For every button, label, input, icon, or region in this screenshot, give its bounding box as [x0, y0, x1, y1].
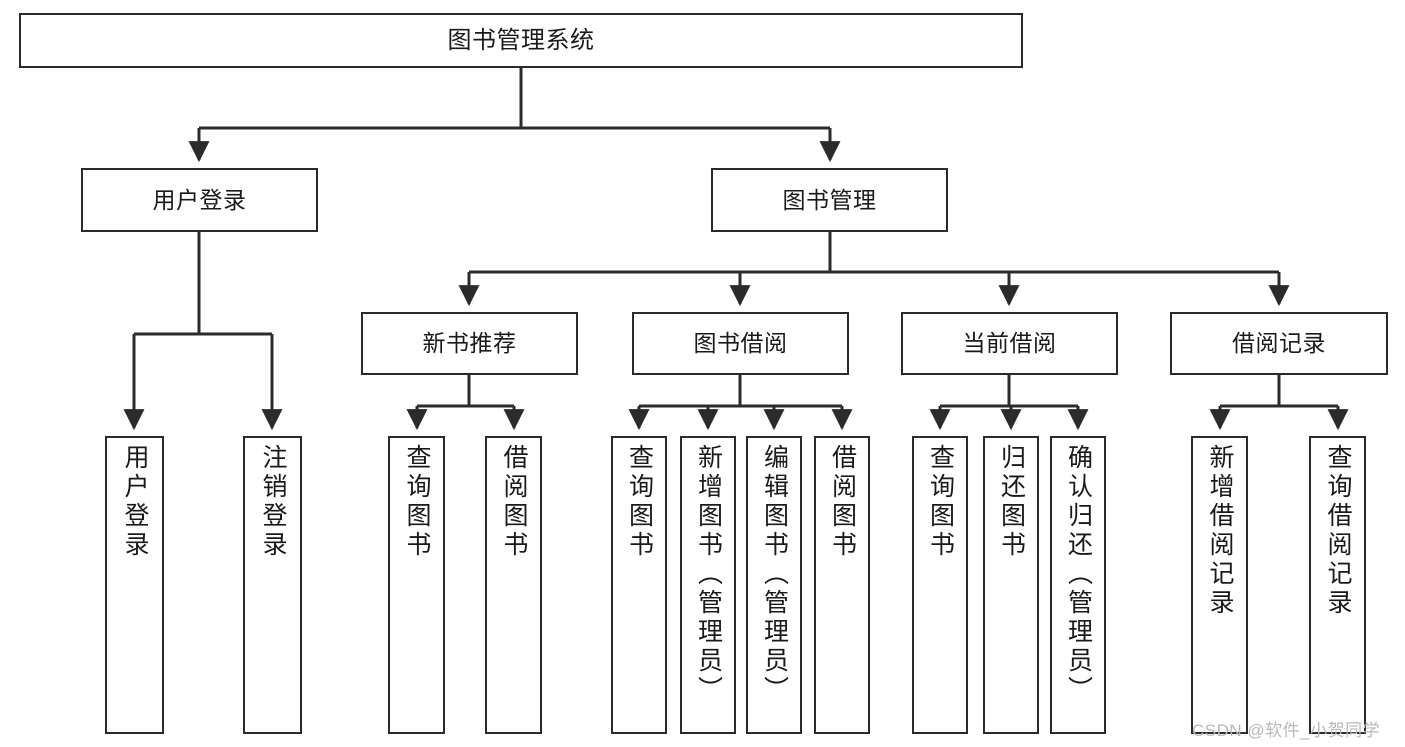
node-new-book-recommend[interactable]: 新书推荐 — [361, 312, 578, 375]
node-borrow-record-label: 借阅记录 — [1232, 330, 1326, 357]
node-leaf-edit-book-admin[interactable]: 编辑图书（管理员） — [746, 436, 802, 734]
node-leaf-query-book-2[interactable]: 查询图书 — [611, 436, 667, 734]
node-current-borrow-label: 当前借阅 — [962, 330, 1057, 357]
node-leaf-add-book-admin-label: 新增图书（管理员） — [694, 444, 723, 705]
node-leaf-query-book-2-label: 查询图书 — [625, 444, 654, 560]
node-leaf-confirm-return-admin-label: 确认归还（管理员） — [1064, 444, 1093, 705]
node-leaf-borrow-book-1-label: 借阅图书 — [500, 444, 528, 560]
node-leaf-query-borrow-record[interactable]: 查询借阅记录 — [1309, 436, 1366, 734]
node-root-label: 图书管理系统 — [447, 26, 595, 54]
node-leaf-logout-login-label: 注销登录 — [259, 444, 287, 560]
node-leaf-borrow-book-1[interactable]: 借阅图书 — [485, 436, 542, 734]
node-leaf-return-book-label: 归还图书 — [997, 444, 1026, 560]
node-book-manage-label: 图书管理 — [782, 186, 877, 213]
node-leaf-query-borrow-record-label: 查询借阅记录 — [1324, 444, 1352, 618]
node-leaf-borrow-book-2-label: 借阅图书 — [828, 444, 857, 560]
node-root[interactable]: 图书管理系统 — [19, 13, 1023, 68]
node-leaf-add-borrow-record[interactable]: 新增借阅记录 — [1191, 436, 1248, 734]
node-leaf-query-book-1[interactable]: 查询图书 — [388, 436, 445, 734]
node-borrow-record[interactable]: 借阅记录 — [1170, 312, 1388, 375]
node-new-book-recommend-label: 新书推荐 — [422, 330, 517, 357]
node-leaf-query-book-1-label: 查询图书 — [403, 444, 431, 560]
node-leaf-edit-book-admin-label: 编辑图书（管理员） — [760, 444, 789, 705]
node-leaf-add-borrow-record-label: 新增借阅记录 — [1206, 444, 1234, 618]
node-leaf-logout-login[interactable]: 注销登录 — [243, 436, 302, 734]
node-leaf-borrow-book-2[interactable]: 借阅图书 — [814, 436, 870, 734]
node-current-borrow[interactable]: 当前借阅 — [901, 312, 1118, 375]
node-leaf-user-login-label: 用户登录 — [121, 444, 149, 560]
node-leaf-query-book-3[interactable]: 查询图书 — [912, 436, 968, 734]
node-leaf-add-book-admin[interactable]: 新增图书（管理员） — [680, 436, 736, 734]
node-book-borrow[interactable]: 图书借阅 — [632, 312, 849, 375]
node-book-borrow-label: 图书借阅 — [693, 330, 788, 357]
node-leaf-confirm-return-admin[interactable]: 确认归还（管理员） — [1050, 436, 1106, 734]
node-user-login[interactable]: 用户登录 — [81, 168, 318, 232]
node-leaf-return-book[interactable]: 归还图书 — [983, 436, 1039, 734]
watermark-text: CSDN @软件_小贺同学 — [1192, 721, 1381, 740]
node-book-manage[interactable]: 图书管理 — [711, 168, 948, 232]
node-leaf-query-book-3-label: 查询图书 — [926, 444, 955, 560]
node-leaf-user-login[interactable]: 用户登录 — [105, 436, 164, 734]
node-user-login-label: 用户登录 — [152, 186, 247, 213]
